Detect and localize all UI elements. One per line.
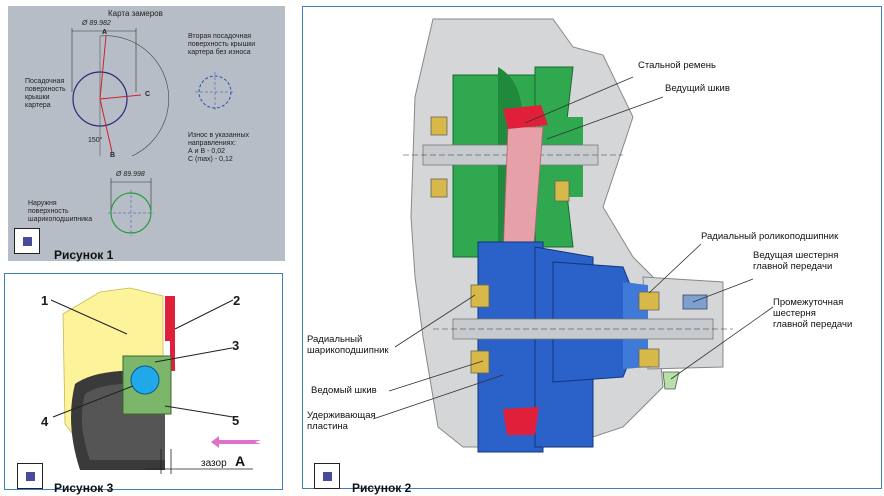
drive-gear-label: Ведущая шестерня главной передачи (753, 250, 839, 272)
figure-1-panel: Карта замеров Ø 89.982 A B C 150° Посадо… (8, 6, 285, 261)
direction-arrow-icon (211, 436, 261, 448)
callout-5: 5 (232, 413, 240, 428)
figure-3-panel: 1 2 3 4 5 зазор A (4, 273, 283, 490)
cvt-section-drawing (372, 18, 774, 453)
figure-3-marker-icon (17, 463, 43, 489)
callout-2: 2 (233, 293, 241, 308)
angle-label: 150° (88, 137, 103, 144)
figure-2-panel: Стальной ремень Ведущий шкив Радиальный … (302, 6, 882, 489)
point-c-label: C (145, 91, 151, 98)
roller-bearing-label: Радиальный роликоподшипник (701, 231, 839, 242)
diameter-bottom-label: Ø 89.998 (116, 171, 145, 178)
ball-bearing (470, 284, 490, 308)
gap-letter: A (235, 453, 246, 469)
gap-label: зазор (201, 458, 227, 469)
driven-pulley-label: Ведомый шкив (311, 385, 377, 396)
figure-2-caption: Рисунок 2 (352, 481, 412, 495)
roller-bearing (638, 291, 660, 311)
steel-belt-label: Стальной ремень (638, 60, 716, 71)
figure-1-marker-icon (14, 228, 40, 254)
figure-2-marker-icon (314, 463, 340, 489)
figure-1-caption: Рисунок 1 (54, 248, 114, 262)
point-a-label: A (102, 29, 108, 36)
callout-4: 4 (41, 414, 49, 429)
retaining-plate-label: Удерживающая пластина (307, 410, 376, 432)
wear-label: Износ в указанных направлениях: А и В - … (188, 132, 250, 163)
bearing-gap-drawing (50, 287, 261, 474)
bearing-top-1 (430, 116, 448, 136)
callout-3: 3 (232, 338, 240, 353)
measurement-map-title: Карта замеров (108, 9, 163, 18)
intermediate-gear-label: Промежуточная шестерня главной передачи (773, 297, 853, 330)
bearing-ball (130, 365, 160, 395)
driven-pulley-left (477, 241, 544, 453)
figure-3-caption: Рисунок 3 (54, 481, 114, 495)
intermediate-gear (662, 371, 680, 390)
callout-1: 1 (41, 293, 49, 308)
ball-bearing-label: Радиальный шарикоподшипник (307, 334, 389, 356)
drive-gear (682, 294, 708, 310)
drive-pulley-label: Ведущий шкив (665, 83, 730, 94)
bearing-outer-label: Наружня поверхность шарикоподшипника (28, 200, 93, 223)
cover-seat-label: Посадочная поверхность крышки картера (25, 78, 66, 109)
seal-strip (165, 296, 175, 341)
second-seat-label: Вторая посадочная поверхность крышки кар… (188, 33, 256, 56)
diameter-top-label: Ø 89.982 (82, 20, 111, 27)
point-b-label: B (110, 152, 116, 159)
measurement-map-drawing (71, 28, 235, 236)
